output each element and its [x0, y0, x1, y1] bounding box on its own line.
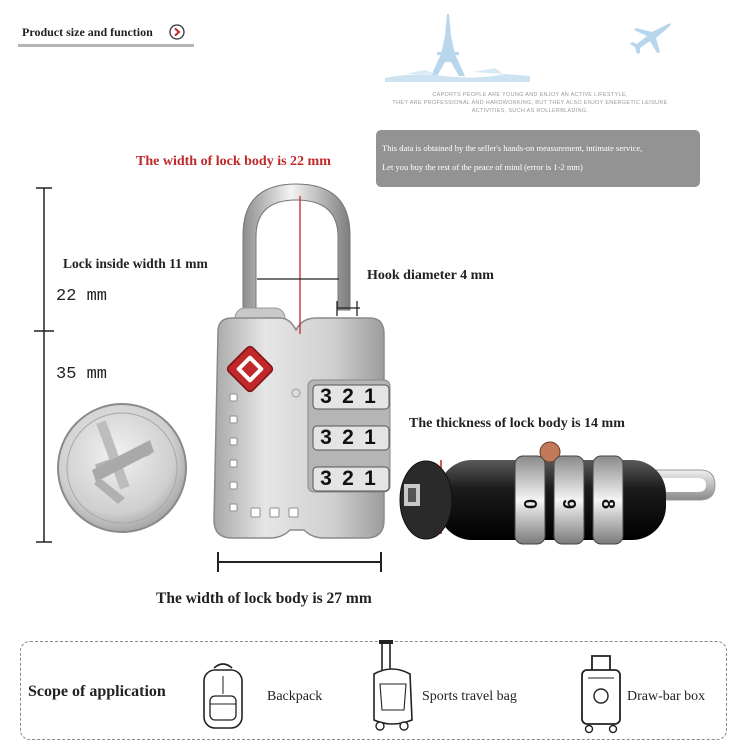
shackle-height-value: 22 mm [56, 287, 108, 306]
scope-item-sports-travel-bag: Sports travel bag [422, 689, 517, 704]
dial-digit: 3 [320, 467, 332, 490]
eiffel-tower-icon [385, 14, 530, 82]
measurement-note [376, 130, 700, 187]
title-underline [18, 44, 194, 47]
body-width-label: The width of lock body is 27 mm [156, 590, 372, 607]
dial-digit: 3 [320, 426, 332, 449]
dial-row-3-bg [312, 466, 390, 492]
section-title: Product size and function [22, 25, 153, 39]
note-line-2: Let you buy the rest of the peace of min… [382, 162, 583, 172]
travel-bag-icon [373, 640, 413, 731]
chevron-right-icon [169, 24, 185, 40]
svg-text:9: 9 [559, 499, 579, 509]
dial-digit: 2 [342, 385, 354, 408]
scope-title: Scope of application [28, 683, 166, 700]
hook-diameter-label: Hook diameter 4 mm [367, 268, 494, 283]
body-height-label: The width of lock body is 22 mm [136, 154, 331, 169]
dial-digit: 2 [342, 426, 354, 449]
height-scale [34, 187, 54, 543]
slogan-line-3: ACTIVITIES, SUCH AS ROLLERBLADING. [471, 108, 589, 114]
note-line-1: This data is obtained by the seller's ha… [382, 143, 643, 153]
dial-digit: 1 [364, 426, 376, 449]
dial-digit: 3 [320, 385, 332, 408]
body-total-height-value: 35 mm [56, 365, 108, 384]
scope-item-backpack: Backpack [267, 689, 323, 704]
backpack-icon [203, 663, 243, 729]
slogan-line-2: THEY ARE PROFESSIONAL AND HARDWORKING, B… [392, 100, 668, 106]
thickness-label: The thickness of lock body is 14 mm [409, 416, 625, 431]
trolley-case-icon [581, 655, 621, 734]
scope-item-draw-bar-box: Draw-bar box [627, 689, 706, 704]
airplane-icon [630, 23, 671, 54]
product-illustration: 0 9 8 [34, 183, 716, 572]
dial-digit: 1 [364, 467, 376, 490]
svg-text:8: 8 [598, 499, 618, 509]
black-padlock: 0 9 8 [399, 441, 716, 545]
dial-digit: 2 [342, 467, 354, 490]
tsa-logo-icon [226, 345, 301, 398]
dial-digit: 1 [364, 385, 376, 408]
svg-text:0: 0 [520, 499, 540, 509]
dial-row-1-bg [312, 384, 390, 410]
inside-width-label: Lock inside width 11 mm [63, 256, 208, 271]
scope-panel [20, 641, 727, 740]
coin-image [57, 403, 187, 533]
slogan-line-1: CAPORTS PEOPLE ARE YOUNG AND ENJOY AN AC… [432, 92, 628, 98]
dial-row-2-bg [312, 425, 390, 451]
